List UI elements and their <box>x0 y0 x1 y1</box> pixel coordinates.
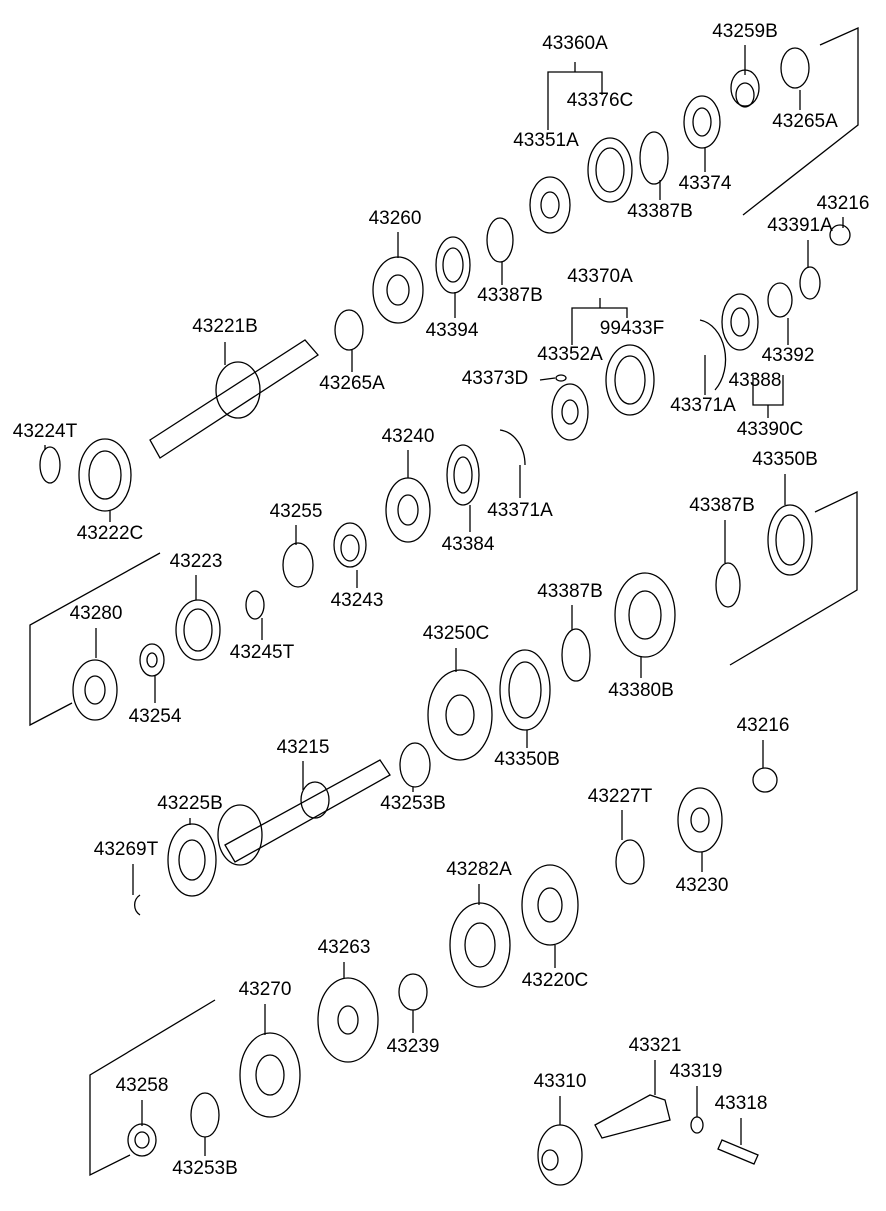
part-number-label[interactable]: 43227T <box>587 786 653 807</box>
part-number-label[interactable]: 43263 <box>317 937 371 958</box>
part-number-label[interactable]: 43215 <box>276 737 330 758</box>
part-number-label[interactable]: 43374 <box>678 173 732 194</box>
part-number-label[interactable]: 43224T <box>12 421 78 442</box>
part-number-label[interactable]: 43255 <box>269 501 323 522</box>
group-frame-left <box>29 552 161 727</box>
part-number-label[interactable]: 43253B <box>172 1158 238 1179</box>
part-shapes <box>39 47 851 1186</box>
part-number-label[interactable]: 43216 <box>816 193 870 214</box>
part-number-label[interactable]: 43221B <box>192 316 258 337</box>
part-number-label[interactable]: 43387B <box>627 201 693 222</box>
part-number-label[interactable]: 43387B <box>689 495 755 516</box>
part-number-label[interactable]: 43258 <box>115 1075 169 1096</box>
part-number-label[interactable]: 43310 <box>533 1071 587 1092</box>
part-number-label[interactable]: 43223 <box>169 551 223 572</box>
part-number-label[interactable]: 43370A <box>567 266 633 287</box>
part-number-label[interactable]: 43352A <box>537 344 603 365</box>
part-number-label[interactable]: 43240 <box>381 426 435 447</box>
part-number-label[interactable]: 43384 <box>441 534 495 555</box>
part-number-label[interactable]: 43270 <box>238 979 292 1000</box>
part-number-label[interactable]: 43216 <box>736 715 790 736</box>
group-frame-middle-right <box>729 490 858 666</box>
leader-lines <box>44 45 844 1156</box>
part-number-label[interactable]: 43350B <box>494 749 560 770</box>
group-frame-top-right <box>742 26 859 216</box>
part-number-label[interactable]: 43394 <box>425 320 479 341</box>
part-number-label[interactable]: 43319 <box>669 1061 723 1082</box>
part-number-label[interactable]: 43225B <box>157 793 223 814</box>
part-number-label[interactable]: 43376C <box>566 90 634 111</box>
part-number-label[interactable]: 43250C <box>422 623 490 644</box>
part-number-label[interactable]: 43380B <box>608 680 674 701</box>
part-number-label[interactable]: 43253B <box>380 793 446 814</box>
part-number-label[interactable]: 43321 <box>628 1035 682 1056</box>
part-number-label[interactable]: 99433F <box>599 318 665 339</box>
part-number-label[interactable]: 43388 <box>728 370 782 391</box>
part-number-label[interactable]: 43390C <box>736 419 804 440</box>
part-number-label[interactable]: 43360A <box>542 33 608 54</box>
part-number-label[interactable]: 43265A <box>319 373 385 394</box>
part-number-label[interactable]: 43391A <box>767 215 833 236</box>
part-number-label[interactable]: 43230 <box>675 875 729 896</box>
part-number-label[interactable]: 43387B <box>477 285 543 306</box>
part-number-label[interactable]: 43220C <box>521 970 589 991</box>
part-number-label[interactable]: 43239 <box>386 1036 440 1057</box>
part-number-label[interactable]: 43350B <box>752 449 818 470</box>
part-number-label[interactable]: 43265A <box>772 111 838 132</box>
part-number-label[interactable]: 43269T <box>93 839 159 860</box>
part-number-label[interactable]: 43387B <box>537 581 603 602</box>
part-number-label[interactable]: 43222C <box>76 523 144 544</box>
part-number-label[interactable]: 43351A <box>513 130 579 151</box>
part-number-label[interactable]: 43280 <box>69 603 123 624</box>
part-number-label[interactable]: 43371A <box>670 395 736 416</box>
part-number-label[interactable]: 43254 <box>128 706 182 727</box>
part-number-label[interactable]: 43371A <box>487 500 553 521</box>
part-number-label[interactable]: 43243 <box>330 590 384 611</box>
group-frame-bottom-left <box>89 999 216 1177</box>
part-number-label[interactable]: 43260 <box>368 208 422 229</box>
part-number-label[interactable]: 43245T <box>229 642 295 663</box>
part-number-label[interactable]: 43282A <box>446 859 512 880</box>
part-number-label[interactable]: 43373D <box>461 368 529 389</box>
part-number-label[interactable]: 43318 <box>714 1093 768 1114</box>
part-number-label[interactable]: 43392 <box>761 345 815 366</box>
part-number-label[interactable]: 43259B <box>712 21 778 42</box>
